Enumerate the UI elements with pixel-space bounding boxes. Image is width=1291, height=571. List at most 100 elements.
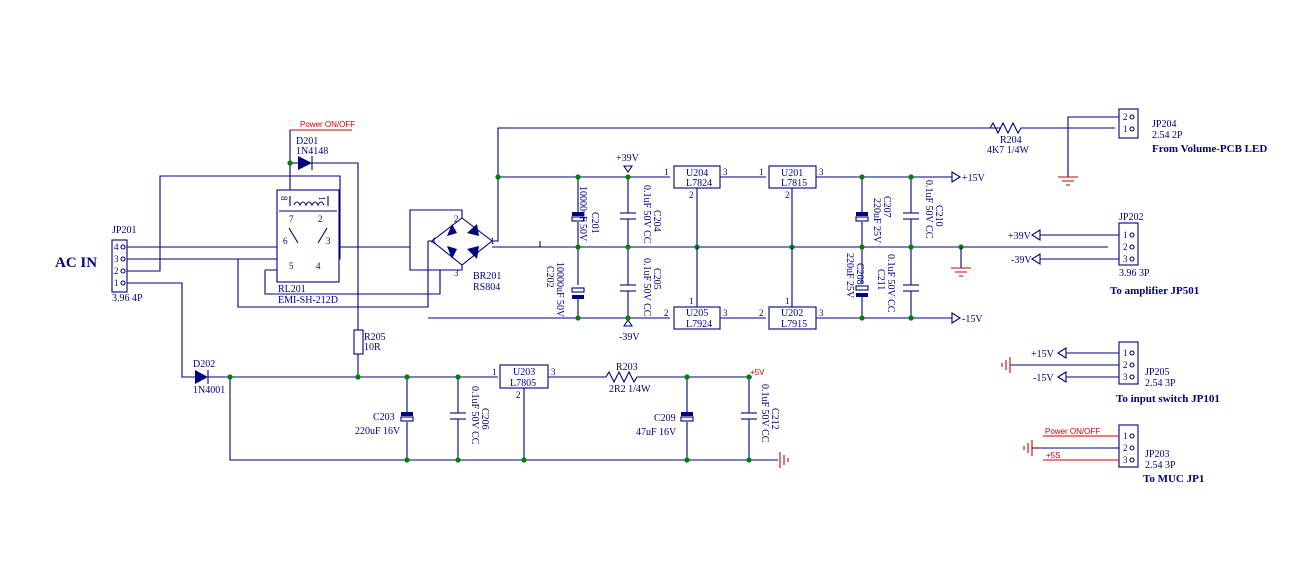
svg-text:3: 3: [1123, 372, 1128, 382]
br201-bridge: 1 2 3 4 BR201 RS804: [409, 127, 1000, 319]
jp201-value: 3.96 4P: [112, 293, 143, 304]
svg-text:JP202: JP202: [1119, 212, 1143, 223]
svg-text:220uF 25V: 220uF 25V: [844, 253, 855, 299]
svg-text:C203: C203: [373, 412, 395, 423]
svg-text:2: 2: [1123, 360, 1128, 370]
svg-text:EMI-SH-212D: EMI-SH-212D: [278, 295, 338, 306]
svg-text:1N4001: 1N4001: [193, 385, 225, 396]
svg-text:-39V: -39V: [619, 332, 640, 343]
svg-text:3: 3: [326, 236, 331, 246]
svg-text:4: 4: [431, 236, 436, 246]
svg-text:C207: C207: [881, 196, 892, 218]
svg-text:U204: U204: [686, 168, 708, 179]
c204-c205-caps: 0.1uF 50V CC C204 0.1uF 50V CC C205: [620, 174, 662, 321]
c203-c206-caps: C203 220uF 16V 0.1uF 50V CC C206: [355, 374, 490, 463]
svg-text:2: 2: [114, 266, 119, 276]
svg-text:3: 3: [1123, 455, 1128, 465]
svg-text:1: 1: [1123, 124, 1128, 134]
r205-resistor: R205 10R: [353, 329, 386, 377]
svg-text:10000uF 50V: 10000uF 50V: [554, 262, 565, 318]
svg-text:L7805: L7805: [510, 378, 536, 389]
svg-text:C202: C202: [544, 266, 555, 288]
svg-text:1: 1: [1123, 348, 1128, 358]
rail-labels: +39V -39V: [616, 153, 640, 343]
svg-text:C206: C206: [479, 408, 490, 430]
svg-text:+39V: +39V: [1008, 231, 1032, 242]
svg-text:2: 2: [689, 190, 694, 200]
svg-text:4: 4: [114, 242, 119, 252]
svg-text:D202: D202: [193, 359, 215, 370]
svg-text:BR201: BR201: [473, 271, 501, 282]
svg-text:2: 2: [516, 390, 521, 400]
svg-text:3: 3: [723, 308, 728, 318]
svg-text:C210: C210: [933, 205, 944, 227]
svg-text:1: 1: [1123, 431, 1128, 441]
svg-text:2.54 3P: 2.54 3P: [1145, 378, 1176, 389]
svg-text:RS804: RS804: [473, 282, 500, 293]
svg-text:2.54 2P: 2.54 2P: [1152, 130, 1183, 141]
svg-text:R204: R204: [1000, 135, 1022, 146]
svg-text:+15V: +15V: [962, 173, 986, 184]
jp203-connector: 1 2 3 JP203 2.54 3P To MUC JP1 Power ON/…: [1023, 424, 1204, 485]
svg-text:+5V: +5V: [750, 368, 765, 377]
svg-text:47uF 16V: 47uF 16V: [636, 427, 677, 438]
svg-text:C208: C208: [854, 263, 865, 285]
jp201-connector: 4 3 2 1 JP201 3.96 4P: [111, 225, 143, 304]
svg-text:1: 1: [785, 296, 790, 306]
svg-text:L7815: L7815: [781, 178, 807, 189]
svg-text:220uF 25V: 220uF 25V: [871, 198, 882, 244]
svg-text:5: 5: [289, 261, 294, 271]
svg-text:-15V: -15V: [962, 314, 983, 325]
jp204-connector: 2 1 JP204 2.54 2P From Volume-PCB LED: [1058, 108, 1267, 186]
svg-text:0.1uF 50V CC: 0.1uF 50V CC: [759, 384, 770, 443]
svg-text:3.96 3P: 3.96 3P: [1119, 268, 1150, 279]
svg-text:L7915: L7915: [781, 319, 807, 330]
svg-text:3: 3: [114, 254, 119, 264]
svg-text:2R2 1/4W: 2R2 1/4W: [609, 384, 651, 395]
svg-text:RL201: RL201: [278, 284, 306, 295]
svg-text:+5S: +5S: [1046, 451, 1060, 460]
u202-regulator: U202 L7915 2 3 1 -15V: [759, 247, 983, 330]
c201-c202-caps: C201 10000uF 50V 10000uF 50V C202: [544, 174, 600, 321]
svg-text:2: 2: [664, 308, 669, 318]
svg-text:2: 2: [1123, 112, 1128, 122]
svg-text:2: 2: [785, 190, 790, 200]
svg-text:+39V: +39V: [616, 153, 640, 164]
jp205-label: To input switch JP101: [1116, 393, 1220, 405]
jp202-connector: 1 2 3 JP202 3.96 3P To amplifier JP501 +…: [1008, 212, 1199, 297]
svg-text:6: 6: [283, 236, 288, 246]
svg-text:2: 2: [759, 308, 764, 318]
svg-text:+15V: +15V: [1031, 349, 1055, 360]
svg-text:2: 2: [1123, 443, 1128, 453]
svg-text:C209: C209: [654, 413, 676, 424]
svg-text:1: 1: [759, 167, 764, 177]
svg-text:2.54 3P: 2.54 3P: [1145, 460, 1176, 471]
svg-text:U202: U202: [781, 308, 803, 319]
svg-text:1N4148: 1N4148: [296, 146, 328, 157]
svg-text:8: 8: [279, 196, 289, 201]
svg-text:1: 1: [114, 278, 119, 288]
svg-text:0.1uF 50V CC: 0.1uF 50V CC: [885, 254, 896, 313]
svg-text:C204: C204: [651, 210, 662, 232]
svg-text:Power ON/OFF: Power ON/OFF: [1045, 427, 1100, 436]
svg-text:JP203: JP203: [1145, 449, 1169, 460]
svg-text:7: 7: [289, 214, 294, 224]
svg-text:4K7 1/4W: 4K7 1/4W: [987, 145, 1030, 156]
u203-regulator: U203 L7805 1 3 2: [492, 364, 606, 463]
svg-text:0.1uF 50V CC: 0.1uF 50V CC: [469, 386, 480, 445]
svg-text:JP205: JP205: [1145, 367, 1169, 378]
svg-text:2: 2: [1123, 242, 1128, 252]
svg-text:C205: C205: [651, 268, 662, 290]
jp201-ref: JP201: [112, 225, 136, 236]
svg-text:1: 1: [492, 367, 497, 377]
svg-text:1: 1: [689, 296, 694, 306]
svg-text:2: 2: [318, 214, 323, 224]
svg-text:C212: C212: [769, 408, 780, 430]
svg-text:10000uF 50V: 10000uF 50V: [577, 186, 588, 242]
svg-text:3: 3: [454, 268, 459, 278]
svg-text:L7924: L7924: [686, 319, 712, 330]
u204-regulator: U204 L7824 1 3 2: [664, 165, 766, 250]
rl201-relay: 8 1 7 2 6 3 5 4 RL201 EMI-SH-212D: [264, 189, 410, 306]
d201-diode: Power ON/OFF D201 1N4148: [287, 120, 359, 330]
svg-text:0.1uF 50V CC: 0.1uF 50V CC: [641, 258, 652, 317]
